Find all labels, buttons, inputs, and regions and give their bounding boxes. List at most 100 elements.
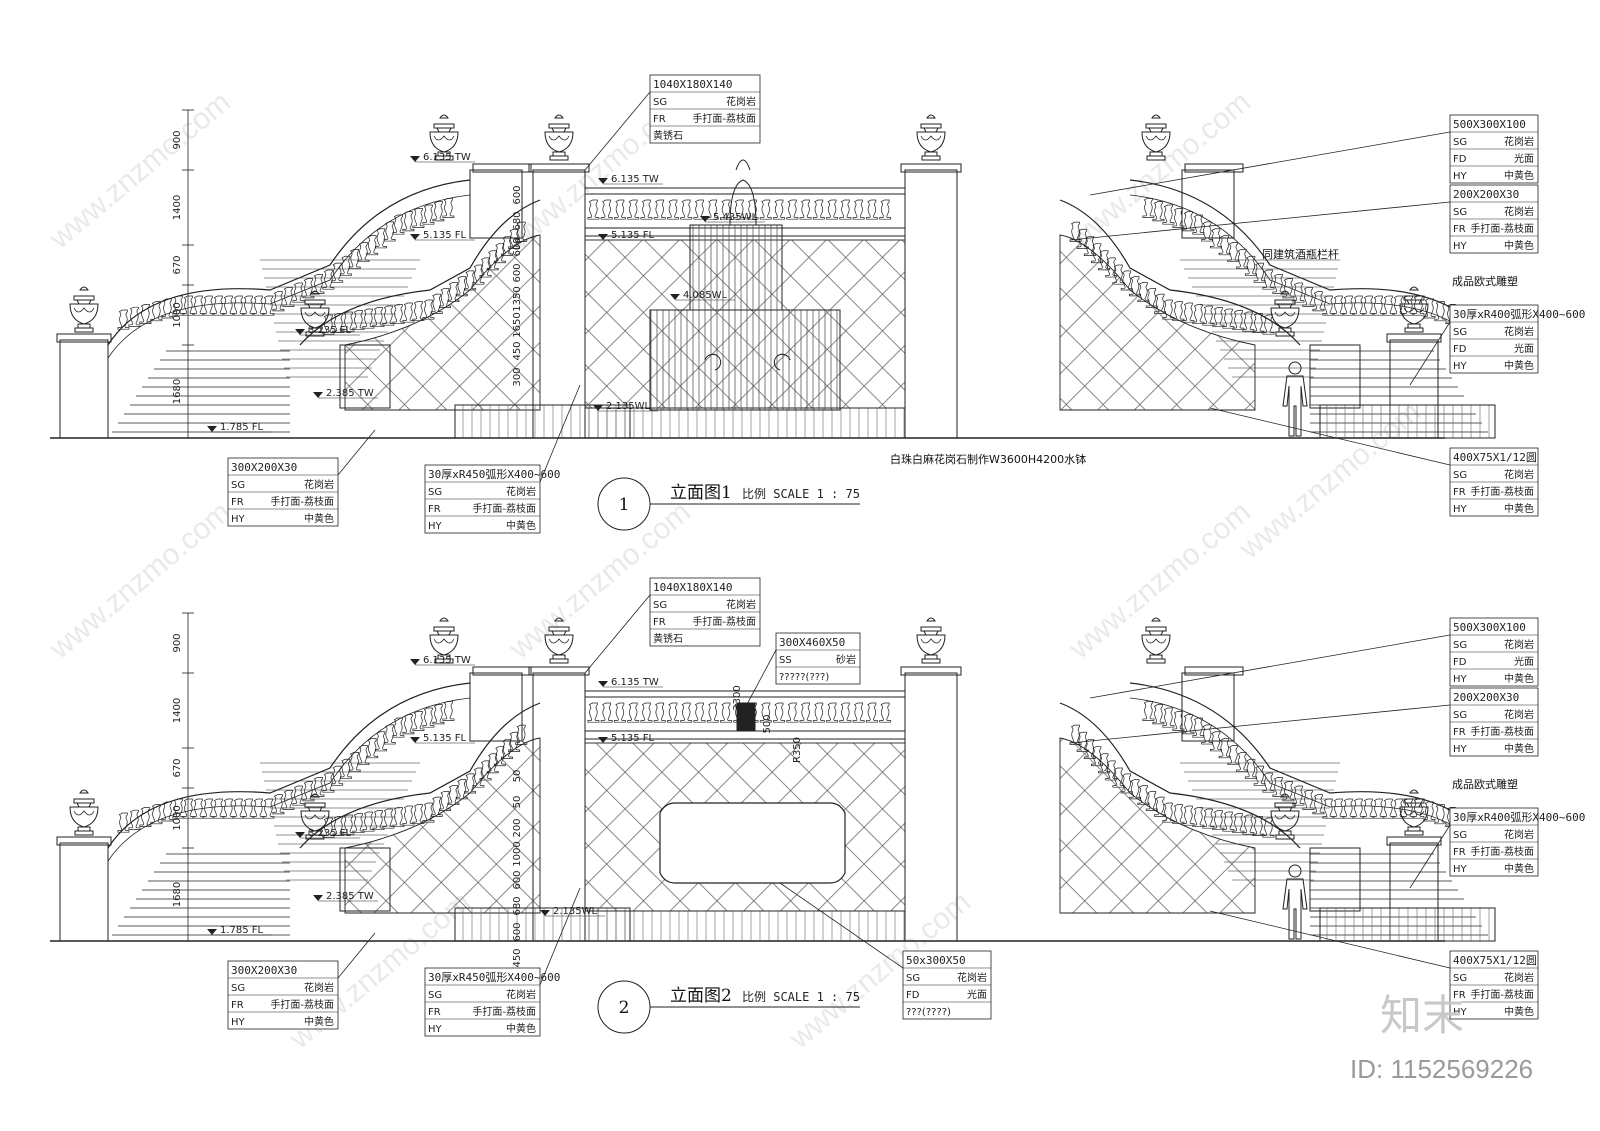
baluster [366,738,379,759]
dimension-label: 50 [512,796,523,809]
dimension-label: 1680 [172,882,183,907]
tag-leader [744,649,777,709]
baluster [640,702,653,723]
stair-handrail-inner [299,199,541,346]
baluster [402,211,415,232]
tag-code: FR [1453,727,1466,738]
baluster [786,702,799,723]
tag-code: HY [1453,864,1468,875]
baluster [1382,798,1395,819]
dimension-label: 600 [512,237,523,256]
mid-pier [1309,847,1361,912]
baluster [1192,807,1205,828]
water-channel [584,407,906,439]
tag-header: 50x300X50 [906,954,966,967]
elevation-number: 2 [619,998,630,1018]
tag-material: 中黄色 [1504,862,1534,875]
tag-code: HY [1453,361,1468,372]
baluster [362,308,375,329]
baluster [1152,201,1165,222]
annotation-note: 同建筑酒瓶栏杆 [1262,247,1339,261]
baluster [1352,295,1365,316]
urn-sculpture [916,617,946,664]
tag-code: SG [653,600,667,611]
tag-material: 手打面-荔枝面 [270,495,334,508]
tag-header: 30厚xR400弧形X400~600 [1453,810,1585,824]
baluster [1362,798,1375,819]
tag-leader [1069,201,1451,241]
tag-material: 手打面-荔枝面 [472,502,536,515]
tag-material: 花岗岩 [1504,971,1534,984]
baluster [693,702,706,723]
tag-material: 花岗岩 [304,981,334,994]
baluster [382,808,395,829]
tag-material: 手打面-荔枝面 [1470,222,1534,235]
baluster [352,310,365,331]
central-frame-panel [659,802,846,884]
tag-header: 1040X180X140 [653,581,732,594]
baluster [1372,295,1385,316]
baluster [1222,811,1235,832]
stair-handrail-outer-lower [107,697,471,862]
column-cap [528,163,590,173]
dimension-label: 3300 [732,685,743,710]
baluster [839,199,852,220]
baluster [202,798,215,819]
baluster [826,702,839,723]
baluster [773,702,786,723]
level-marker [700,216,710,222]
tag-header: 300X200X30 [231,461,297,474]
tag-leader [1409,824,1451,889]
baluster [383,724,396,745]
baluster [1282,278,1295,299]
baluster [826,199,839,220]
tag-code: HY [1453,241,1468,252]
baluster [1218,235,1231,256]
tag-material: 花岗岩 [506,485,536,498]
tag-code: SG [1453,470,1467,481]
baluster [1372,798,1385,819]
urn-sculpture [544,114,574,161]
tag-material: 中黄色 [1504,359,1534,372]
upper-pier [1181,672,1235,742]
pier-cap [472,666,532,676]
tag-header: 30厚xR450弧形X400~600 [428,467,560,481]
dimension-label: 1000 [172,805,183,830]
baluster [402,805,415,826]
baluster [352,813,365,834]
baluster [1244,758,1257,779]
urn-sculpture [69,286,99,333]
baluster [402,714,415,735]
left-end-pier [59,339,109,439]
baluster [366,235,379,256]
baluster [1342,798,1355,819]
tag-code: HY [1453,1007,1468,1018]
baluster [706,702,719,723]
baluster [1232,310,1245,331]
tag-code: HY [1453,171,1468,182]
level-label: 1.785 FL [220,422,264,433]
stair-handrail-outer-lower [107,194,471,359]
baluster [1202,305,1215,326]
baluster [613,199,626,220]
tag-material: 花岗岩 [1504,828,1534,841]
baluster [232,295,245,316]
level-marker [313,392,323,398]
dimension-label: 1680 [172,379,183,404]
fountain-finial [729,179,757,226]
tag-material: 中黄色 [1504,239,1534,252]
baluster [1332,798,1345,819]
tag-leader [584,91,651,171]
tag-material: 光面 [1514,655,1534,668]
dimension-label: 900 [172,633,183,652]
dimension-label: 1650 [512,312,523,337]
baluster [759,199,772,220]
granite-diamond-panel [344,737,541,914]
baluster [1236,248,1249,270]
baluster [1322,295,1335,316]
baluster [1232,813,1245,834]
tag-code: FR [1453,487,1466,498]
level-label: 6.135 TW [611,677,659,688]
